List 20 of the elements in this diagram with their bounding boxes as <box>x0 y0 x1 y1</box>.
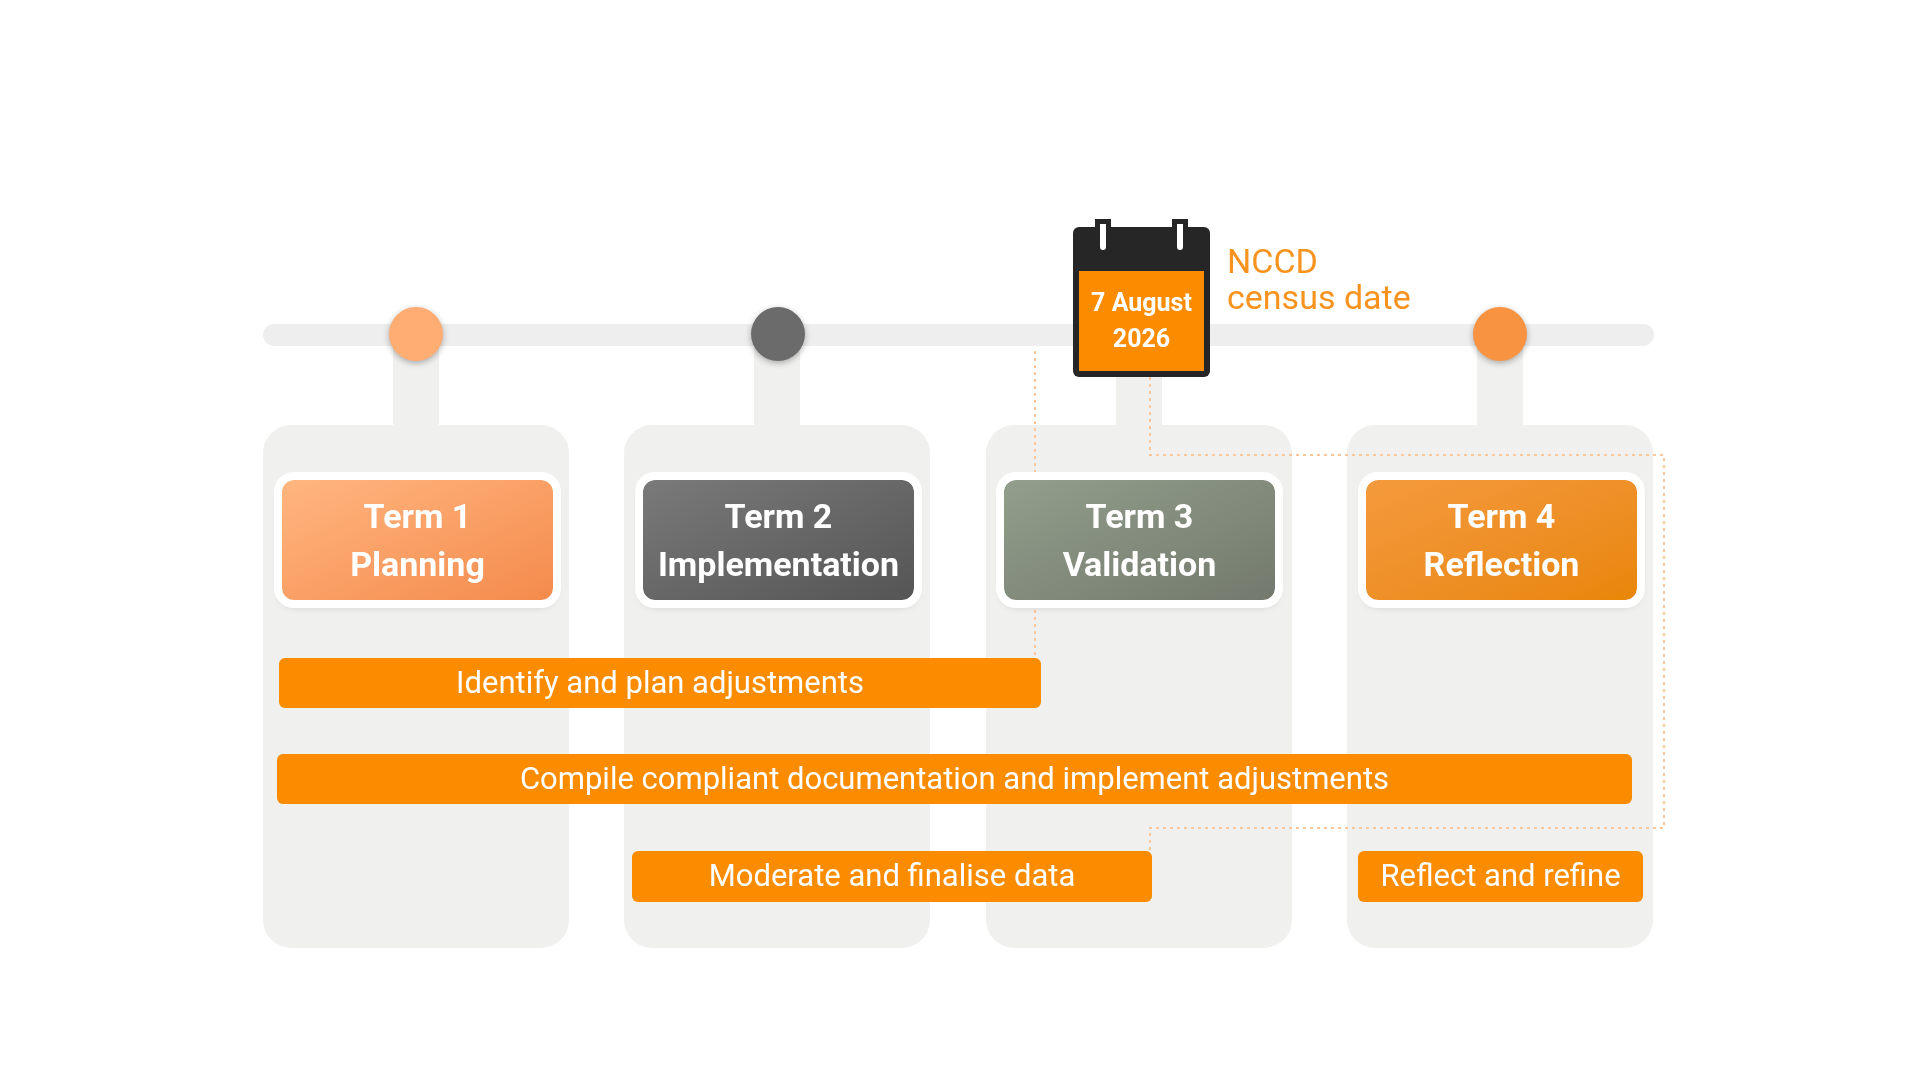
term-label: Planning <box>350 543 485 586</box>
activity-bar <box>277 754 1632 804</box>
calendar-icon <box>1073 219 1210 377</box>
activity-label: Compile compliant documentation and implement adjustments <box>519 758 1390 799</box>
term-label: Term 3 <box>1085 495 1194 538</box>
term-label: Term 2 <box>724 495 833 538</box>
date-label: 7 August 2026 <box>1090 287 1193 355</box>
term-label: Term 4 <box>1447 495 1556 538</box>
activity-bar <box>632 851 1152 902</box>
guide-line <box>1149 376 1665 852</box>
activity-label: Moderate and finalise data <box>708 856 1076 897</box>
term-label: Term 1 <box>363 495 472 538</box>
activity-bar <box>279 658 1041 708</box>
activity-bar <box>1358 851 1643 902</box>
activity-label: Reflect and refine <box>1380 856 1621 897</box>
census-date-note: NCCD census date <box>1227 243 1412 315</box>
term-label: Implementation <box>657 543 900 586</box>
term-label: Validation <box>1062 543 1217 586</box>
term-label: Reflection <box>1423 543 1580 586</box>
activity-label: Identify and plan adjustments <box>456 662 864 703</box>
